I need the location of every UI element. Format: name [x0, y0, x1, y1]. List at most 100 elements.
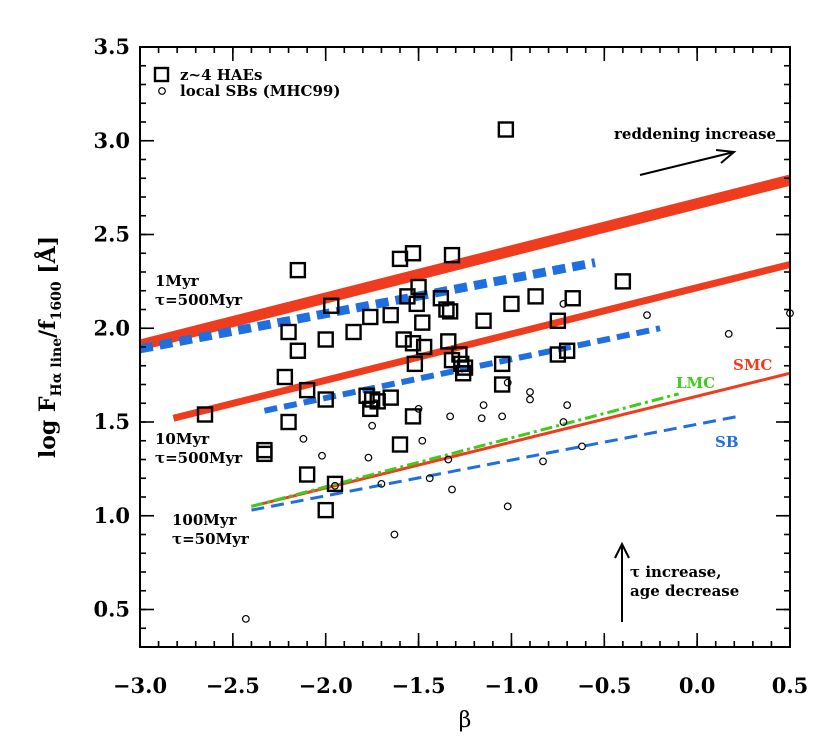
x-tick-label: −3.0 [113, 673, 167, 698]
local-sb-point [503, 378, 512, 387]
local-sb-point [526, 388, 534, 396]
hae-point [391, 250, 409, 268]
y-axis-label-sub: Hα line [49, 338, 65, 397]
axis-ticks [139, 46, 791, 648]
annotation-1myr: 1Myr [155, 272, 200, 290]
hae-point [317, 391, 334, 408]
y-tick-label: 1.0 [93, 503, 130, 528]
local-sb-point [724, 329, 733, 338]
y-tick-label: 3.0 [93, 128, 130, 153]
annotation-1myr-tau: τ=500Myr [155, 291, 243, 309]
hae-point [404, 335, 422, 352]
hae-point [382, 306, 399, 324]
hae-point [362, 400, 379, 418]
local-sb-point [643, 311, 651, 320]
local-sb-point [539, 457, 547, 466]
hae-point [276, 368, 294, 386]
legend-label-local-sb: local SBs (MHC99) [180, 82, 340, 100]
annotation-10myr: 10Myr [155, 430, 210, 448]
hae-point [317, 501, 334, 519]
x-tick-label: −0.5 [577, 673, 631, 698]
hae-point [326, 475, 344, 493]
local-sb-point [368, 421, 377, 430]
hae-point [564, 290, 581, 307]
hae-point [497, 121, 515, 138]
local-sb-point [444, 455, 453, 464]
hae-point [475, 312, 492, 329]
label-smc: SMC [733, 356, 772, 374]
hae-point [503, 295, 520, 313]
hae-point [196, 406, 214, 423]
local-sb-point [331, 481, 339, 490]
hae-points [196, 121, 632, 519]
model-line-sb [251, 414, 739, 512]
hae-point [363, 391, 381, 408]
hae-point [493, 355, 511, 373]
model-line-3 [172, 261, 791, 422]
local-sb-point [563, 401, 572, 410]
local-sb-point [503, 502, 512, 511]
reddening-arrow [639, 151, 735, 176]
legend-label-hae: z~4 HAEs [180, 66, 262, 84]
hae-point [317, 331, 334, 348]
local-sb-point [390, 530, 399, 539]
y-axis-label-sub2: 1600 [49, 281, 65, 320]
annotation-100myr: 100Myr [172, 511, 238, 529]
hae-point [298, 381, 316, 399]
local-sb-point [299, 434, 308, 443]
model-line-1 [138, 174, 792, 351]
hae-point [298, 466, 316, 483]
local-sb-point [498, 412, 507, 421]
local-sb-point [418, 436, 427, 445]
model-line-4 [263, 325, 661, 414]
hae-point [414, 314, 431, 331]
annotation-reddening: reddening increase [614, 125, 776, 143]
hae-point [408, 295, 425, 313]
hae-point [527, 288, 544, 305]
hae-point [289, 342, 307, 359]
x-tick-label: −1.0 [484, 673, 538, 698]
hae-point [443, 246, 461, 264]
y-tick-label: 2.5 [93, 222, 130, 247]
hae-point [549, 312, 567, 329]
hae-point [256, 441, 273, 459]
legend-circle-icon [158, 87, 166, 95]
x-tick-label: 0.5 [772, 673, 809, 698]
reddening-arrow-head [715, 149, 737, 164]
svg-text:log FHα line/f1600 [Å]: log FHα line/f1600 [Å] [34, 236, 65, 458]
local-sb-point [526, 395, 534, 404]
local-sb-point [448, 485, 456, 494]
y-tick-label: 2.0 [93, 315, 130, 340]
hae-point [362, 308, 379, 326]
local-sb-point [364, 453, 373, 462]
hae-point [395, 331, 412, 348]
y-axis-label-main: log F [35, 396, 61, 458]
hae-point [432, 290, 450, 307]
model-line-lmc [251, 392, 679, 508]
hae-point [453, 355, 470, 373]
hae-point [280, 413, 297, 431]
local-sb-points [241, 299, 794, 623]
hae-point [614, 273, 632, 290]
annotation-tau-increase: τ increase, [630, 563, 721, 581]
local-sb-point [377, 479, 386, 488]
model-lines [138, 174, 792, 512]
y-axis-label: log FHα line/f1600 [Å] [34, 236, 65, 458]
hae-point [558, 342, 576, 359]
x-tick-label: −1.5 [392, 673, 446, 698]
hae-point [280, 323, 297, 341]
hae-point [456, 359, 474, 376]
label-sb: SB [715, 433, 739, 451]
tau-arrow-head [614, 541, 630, 559]
hae-point [406, 355, 424, 373]
legend-square-icon [153, 66, 170, 83]
local-sb-point [318, 451, 326, 460]
hae-point [493, 376, 511, 393]
y-axis-label-mid: /f [35, 319, 61, 338]
hae-point [441, 303, 459, 320]
local-sb-point [559, 418, 568, 426]
hae-point [454, 365, 472, 382]
annotation-100myr-tau: τ=50Myr [172, 530, 250, 548]
